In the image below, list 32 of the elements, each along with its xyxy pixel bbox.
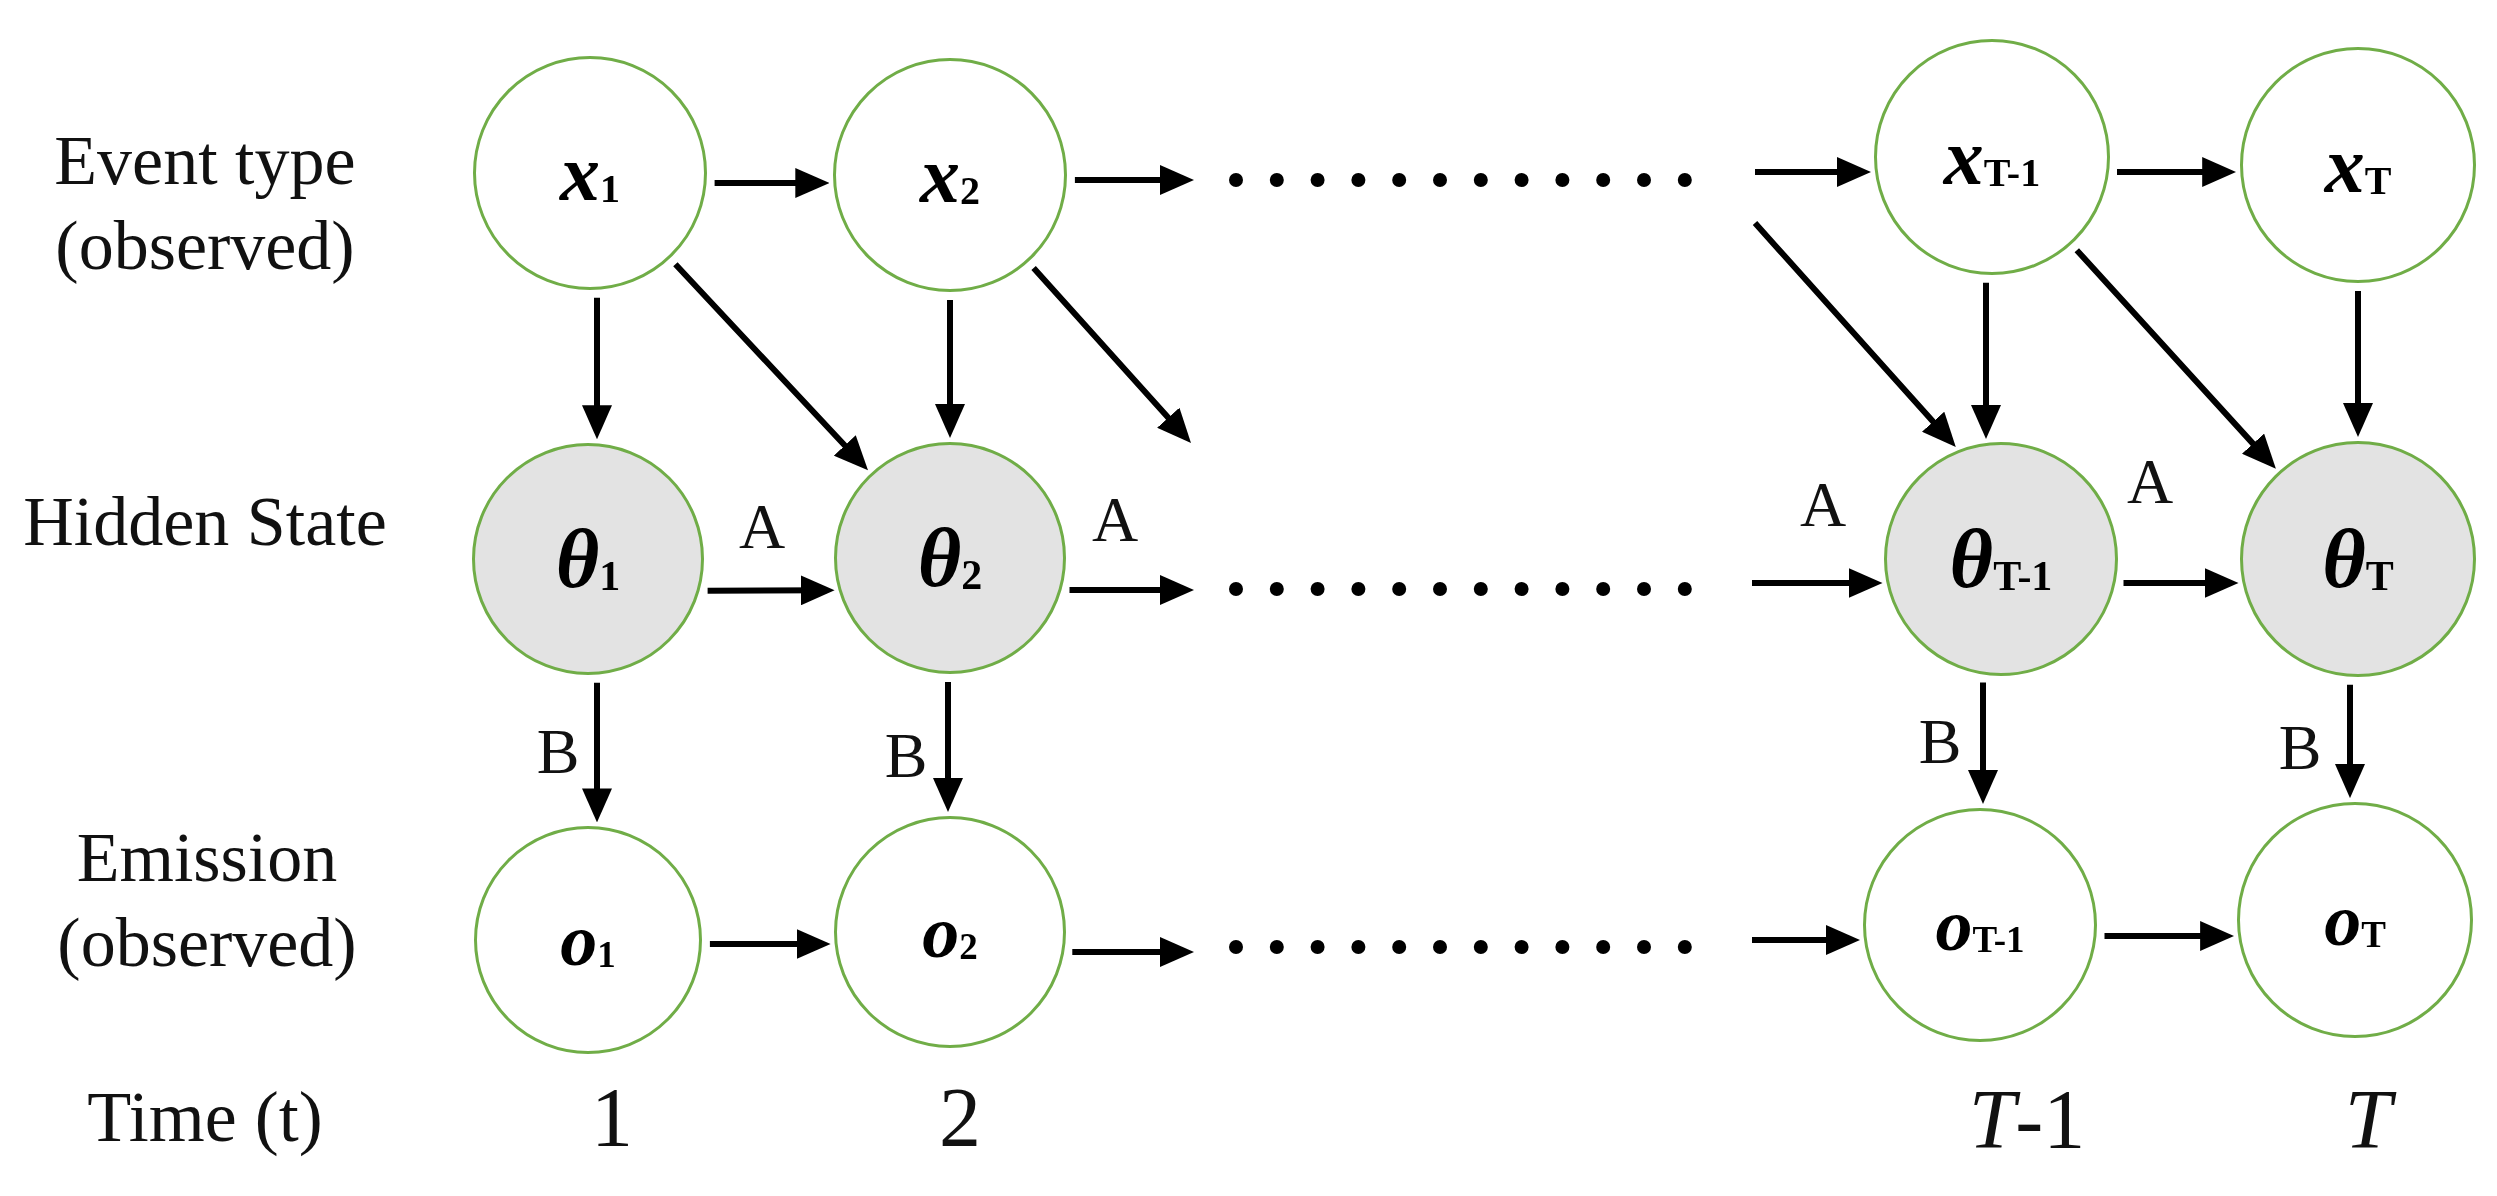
- arrow: [935, 300, 965, 438]
- arrow: [707, 575, 835, 606]
- row-label: Time (t): [86, 1076, 324, 1160]
- arrow: [709, 929, 831, 959]
- arrow: [1968, 682, 1998, 804]
- arrow: [2123, 568, 2239, 598]
- time-label: T-1: [1967, 1071, 2087, 1168]
- row-label: Event type (observed): [53, 120, 357, 286]
- arrow: [1755, 157, 1871, 187]
- arrow: [1031, 265, 1194, 445]
- row-label: Emission (observed): [56, 817, 358, 983]
- arrow: [1752, 221, 1959, 449]
- arrow: [1074, 165, 1194, 195]
- arrow: [1752, 568, 1883, 598]
- time-label: 1: [590, 1069, 634, 1166]
- time-label: 2: [938, 1069, 982, 1166]
- arrow: [714, 168, 830, 198]
- arrow: [582, 682, 612, 823]
- arrow: [1072, 937, 1194, 967]
- arrow: [2074, 248, 2279, 471]
- arrow: [1752, 925, 1860, 955]
- arrow: [2104, 921, 2235, 951]
- time-label: T: [2336, 1068, 2400, 1172]
- arrow: [2335, 684, 2365, 799]
- arrow: [673, 262, 871, 473]
- arrow: [2343, 291, 2373, 437]
- row-label: Hidden State: [22, 482, 388, 563]
- arrow: [1069, 575, 1194, 605]
- arrow: [1971, 282, 2001, 439]
- arrow: [933, 682, 963, 812]
- arrow: [2117, 157, 2237, 187]
- arrow: [582, 297, 612, 440]
